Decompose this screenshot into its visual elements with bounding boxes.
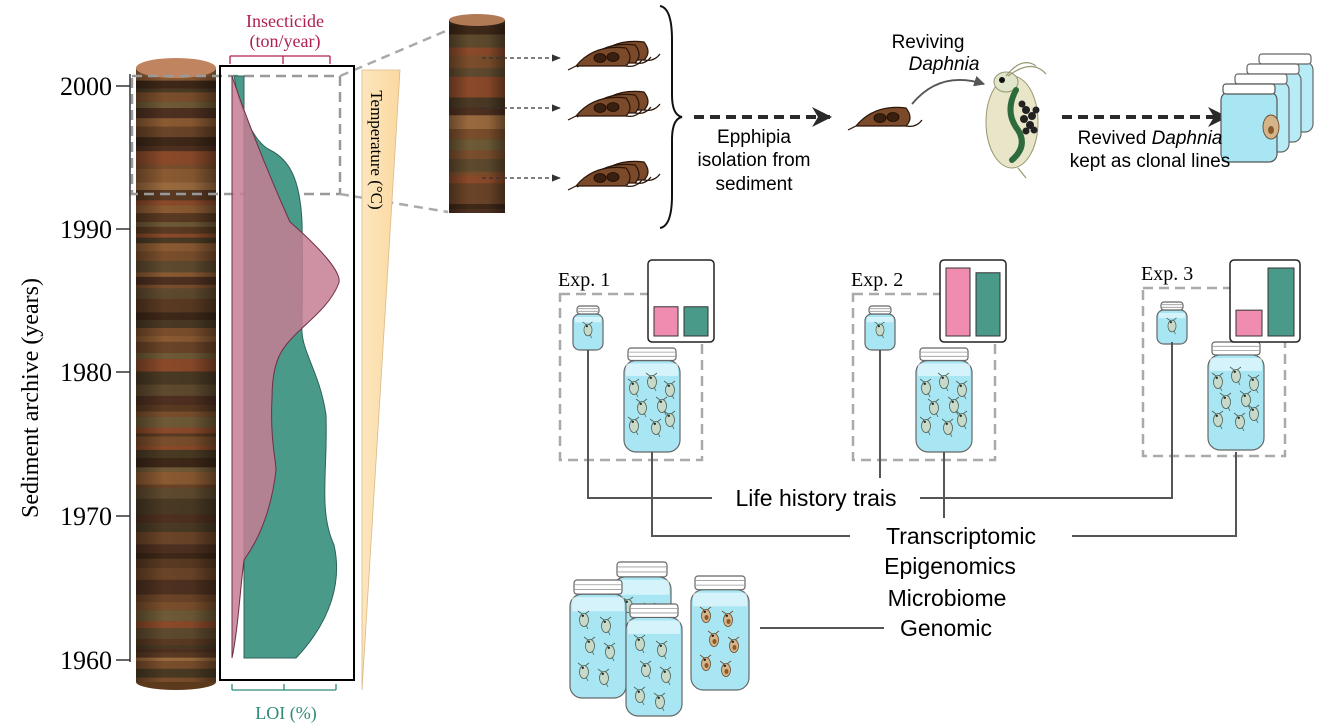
insecticide-unit: (ton/year): [250, 31, 321, 52]
year-tick-label: 1960: [60, 646, 112, 675]
bar-teal: [1267, 267, 1295, 337]
insecticide-label: Insecticide: [246, 11, 324, 31]
bar-pink: [945, 267, 971, 337]
year-tick-label: 1970: [60, 502, 112, 531]
bar-teal: [975, 272, 1001, 337]
bar-teal: [683, 306, 709, 337]
experiment-2: Exp. 2: [851, 259, 1007, 462]
output-epigenomics: Epigenomics: [884, 553, 1016, 579]
experiment-box: [558, 292, 704, 462]
daphnia-illustration: [985, 62, 1047, 179]
bar-pink: [653, 306, 679, 337]
output-life-history: Life history trais: [735, 485, 896, 511]
small-jar: [864, 305, 896, 351]
year-tick-label: 1980: [60, 358, 112, 387]
ephippia-stack-3: [567, 160, 661, 191]
proxy-panel: [219, 55, 355, 691]
zoom-line-top: [339, 28, 449, 78]
omics-jar-left: [569, 579, 627, 699]
experiment-label: Exp. 3: [1141, 263, 1193, 285]
clonal-text: kept as clonal lines: [1070, 151, 1231, 172]
isolation-text-1: Epphipia: [717, 127, 791, 148]
clonal-jars-stack: [1220, 53, 1314, 163]
loi-label: LOI (%): [255, 703, 316, 724]
large-jar: [1207, 341, 1265, 451]
temperature-wedge: [361, 69, 401, 691]
small-jar: [1156, 301, 1188, 345]
experiment-box: [1141, 286, 1287, 458]
year-tick-label: 2000: [60, 72, 112, 101]
experiment-label: Exp. 1: [558, 269, 610, 291]
insecticide-area: [231, 75, 340, 659]
bar-pink: [1235, 309, 1263, 337]
reviving-text-1: Reviving: [892, 32, 965, 53]
ephippia-stack-2: [567, 90, 661, 121]
omics-jar-brown: [690, 575, 750, 691]
curly-brace: [659, 5, 683, 229]
large-jar: [623, 347, 681, 453]
year-tick-label: 1990: [60, 215, 112, 244]
output-transcriptomic: Transcriptomic: [886, 523, 1036, 549]
isolation-text-2: isolation from: [698, 150, 811, 171]
output-genomic: Genomic: [900, 615, 992, 641]
experiment-box: [851, 292, 997, 462]
omics-jars-cluster: [569, 561, 750, 717]
year-axis: 2000 1990 1980 1970 1960: [60, 72, 131, 675]
large-jar: [915, 347, 973, 453]
ephippium-single: [847, 106, 923, 131]
reviving-text-2: Daphnia: [909, 54, 980, 75]
temperature-label: Temperature (°C): [367, 90, 386, 209]
small-jar: [572, 305, 604, 351]
y-axis-label: Sediment archive (years): [18, 278, 44, 518]
revived-text: Revived Daphnia: [1078, 128, 1223, 149]
zoomed-core: [449, 14, 505, 213]
sediment-core: [136, 58, 216, 690]
zoom-line-bottom: [339, 192, 449, 214]
experiment-3: Exp. 3: [1141, 259, 1301, 458]
experiment-1: Exp. 1: [558, 259, 715, 462]
connectors: [587, 342, 1237, 629]
ephippia-stack-1: [567, 40, 661, 71]
isolation-text-3: sediment: [715, 174, 793, 195]
experiment-label: Exp. 2: [851, 269, 903, 291]
omics-jar-front: [625, 603, 683, 717]
output-microbiome: Microbiome: [888, 585, 1007, 611]
arrow-reviving: [911, 75, 986, 105]
